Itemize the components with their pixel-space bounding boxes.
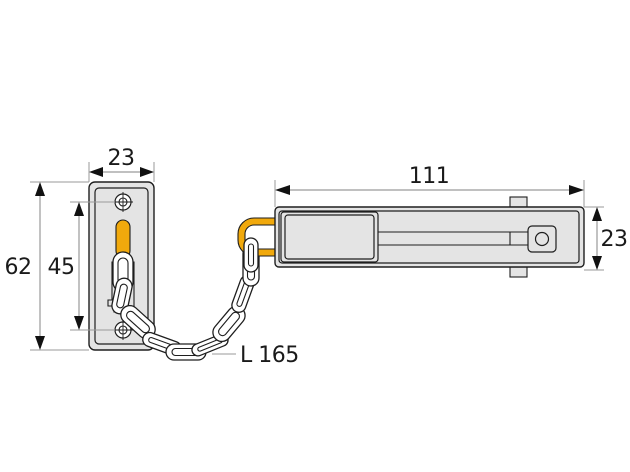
- bottom-screw-hole-icon: [113, 320, 133, 340]
- rail-length-label: 111: [409, 164, 450, 189]
- hole-spacing-label: 45: [48, 255, 75, 280]
- dimension-plate-width: 23: [88, 146, 155, 182]
- strike-plate: [88, 181, 155, 351]
- rail-height-label: 23: [601, 227, 628, 252]
- chain-length-label: L 165: [240, 343, 299, 368]
- dimension-hole-spacing: 45: [48, 201, 115, 331]
- knob-icon: [527, 225, 557, 253]
- top-screw-hole-icon: [113, 192, 133, 212]
- dimension-rail-height: 23: [584, 206, 628, 271]
- plate-height-label: 62: [5, 255, 32, 280]
- dimension-plate-height: 62: [5, 181, 89, 351]
- dimension-chain-length: L 165: [212, 343, 299, 368]
- slide-rail: [237, 196, 585, 278]
- dimension-rail-length: 111: [274, 164, 585, 207]
- plate-width-label: 23: [108, 146, 135, 171]
- chain: [111, 245, 260, 361]
